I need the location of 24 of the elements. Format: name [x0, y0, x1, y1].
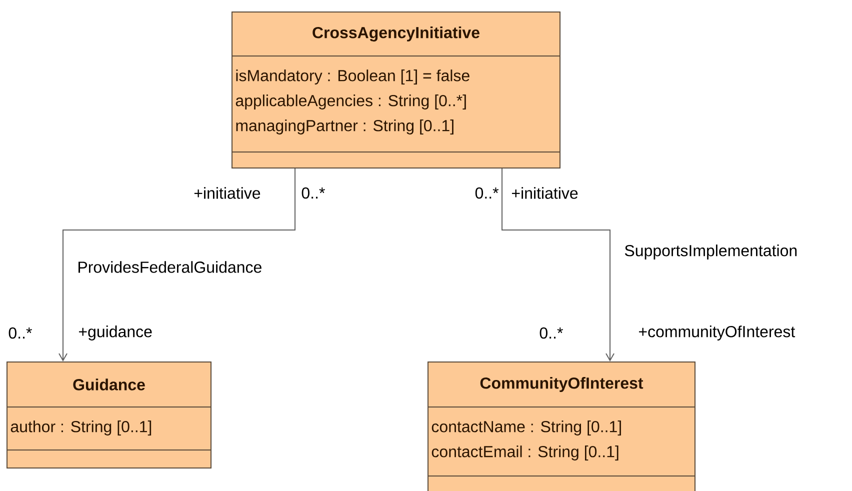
attribute-text: author : String [0..1]: [10, 420, 152, 436]
association-arrow: [502, 168, 614, 362]
attribute-text: applicableAgencies : String [0..*]: [236, 94, 466, 110]
class-box: [6, 362, 212, 468]
attribute-text: contactName : String [0..1]: [432, 420, 621, 436]
class-box: [232, 12, 560, 168]
attribute-text: isMandatory : Boolean [1] = false: [236, 70, 470, 84]
class-name: CrossAgencyInitiative: [312, 26, 480, 42]
multiplicity: 0..*: [8, 327, 32, 339]
multiplicity: 0..*: [302, 187, 325, 199]
role-name: +initiative: [512, 187, 578, 199]
attribute-text: managingPartner : String [0..1]: [236, 120, 454, 134]
role-name: +guidance: [78, 326, 152, 340]
class-name: CommunityOfInterest: [480, 377, 644, 392]
edge-label: SupportsImplementation: [624, 244, 797, 260]
association-arrow: [58, 168, 296, 362]
attribute-text: contactEmail : String [0..1]: [432, 446, 618, 460]
role-name: +initiative: [194, 187, 260, 199]
multiplicity: 0..*: [540, 327, 563, 339]
class-box: [428, 362, 696, 491]
class-name: Guidance: [73, 378, 145, 390]
role-name: +communityOfInterest: [639, 326, 796, 340]
multiplicity: 0..*: [475, 187, 499, 199]
edge-label: ProvidesFederalGuidance: [78, 261, 262, 273]
